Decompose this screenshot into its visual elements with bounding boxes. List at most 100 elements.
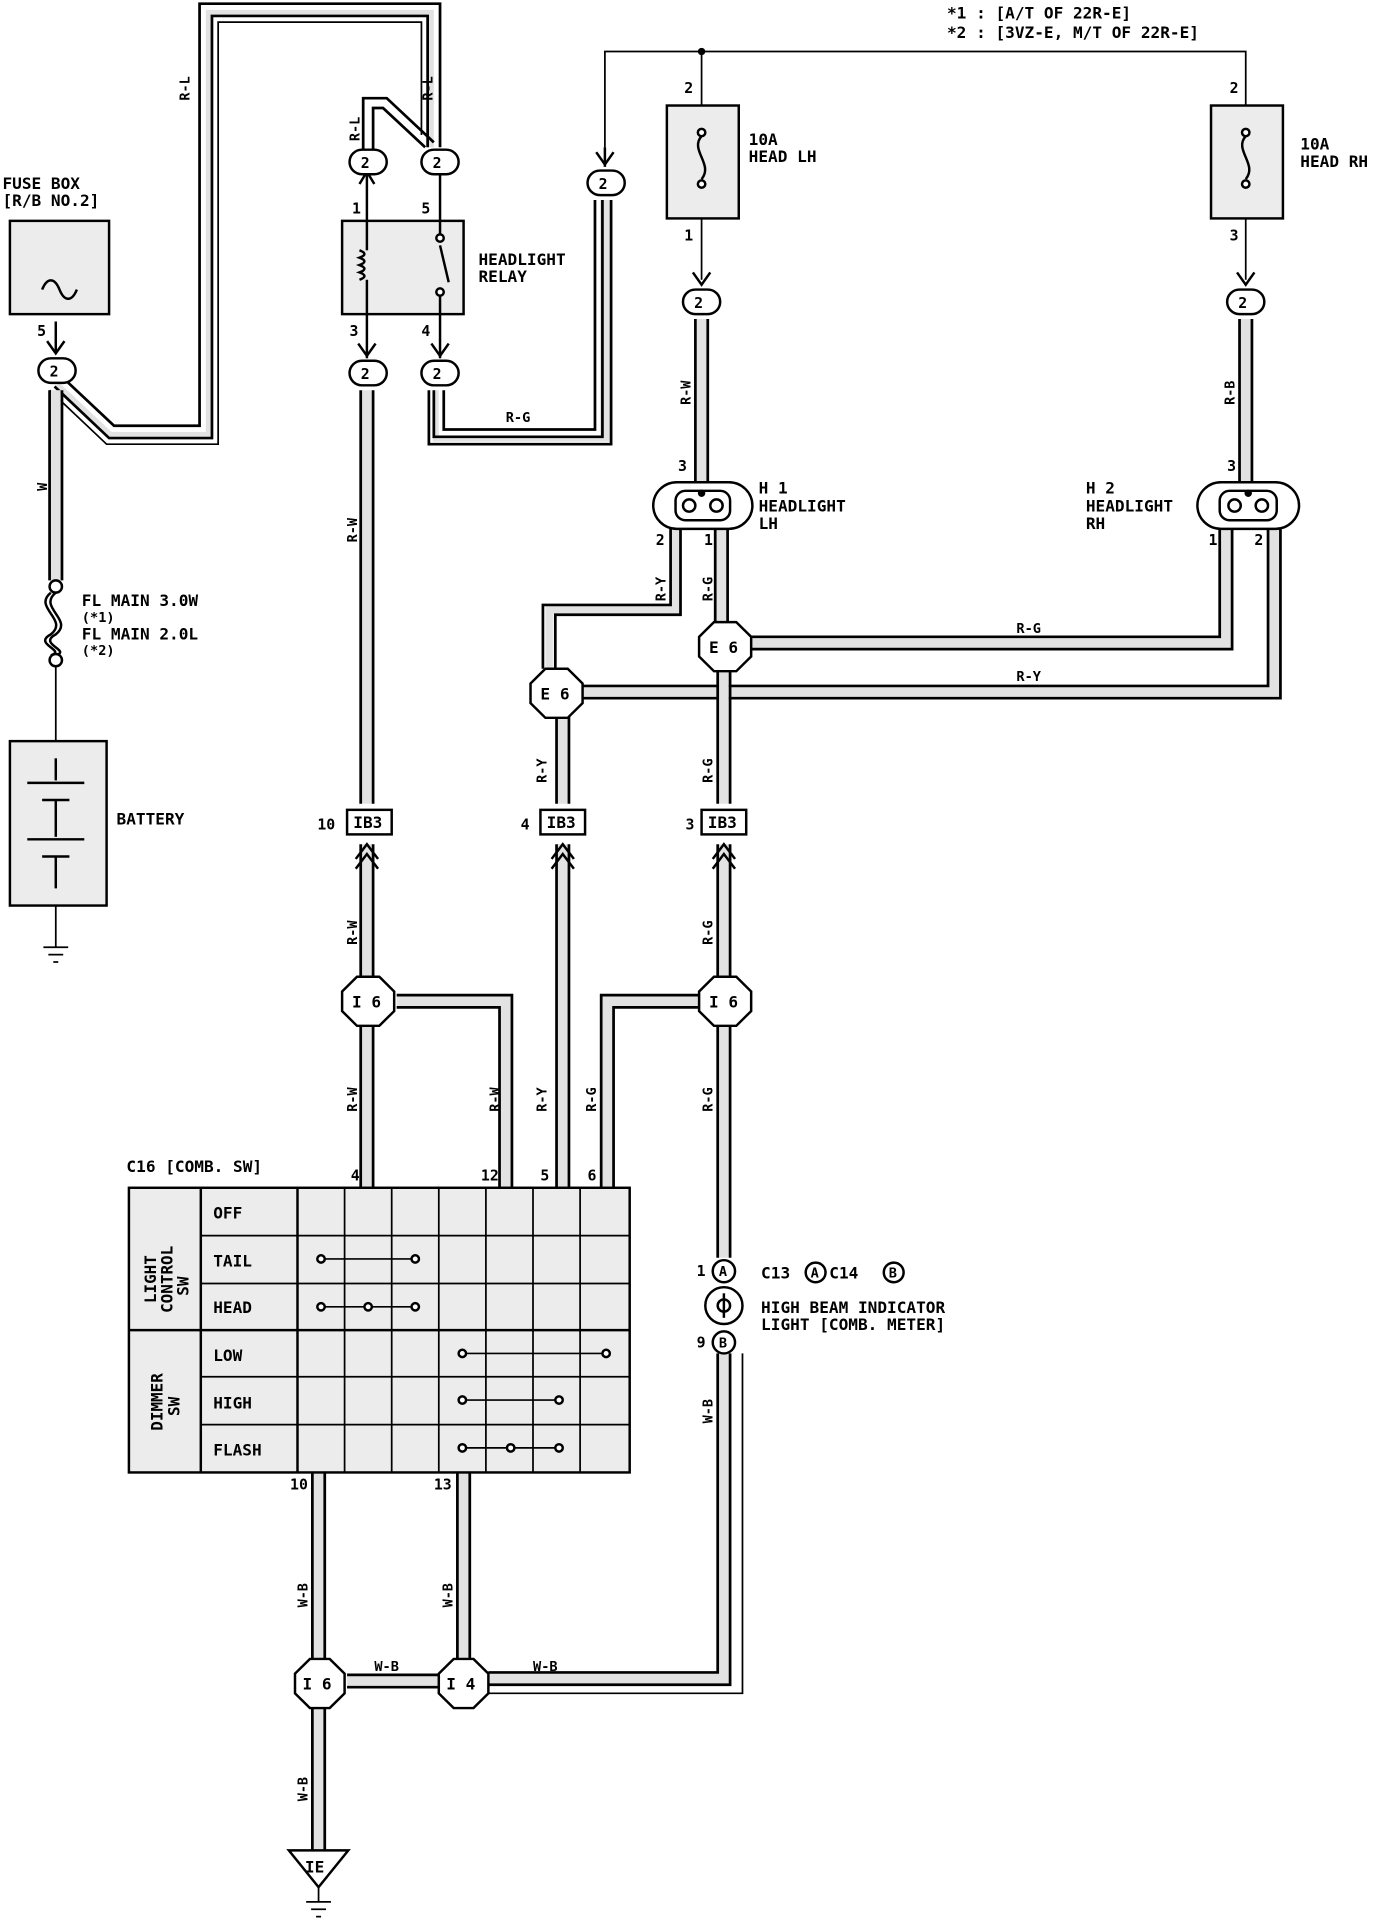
label-r-g-4: R-G (701, 759, 717, 783)
junction-e6-left: E 6 (529, 667, 584, 720)
relay-bottom-connector-4: 2 (433, 366, 442, 383)
fuse-lh-connector: 2 (681, 271, 722, 316)
ib3-pin-10: 10 (317, 817, 335, 834)
wire-w-b-switch13-to-i4 (456, 1472, 472, 1663)
meter-connector-c13: C13 (761, 1264, 790, 1283)
ib3-label-3: IB3 (708, 813, 737, 832)
svg-text:B: B (889, 1265, 897, 1281)
label-r-y-1: R-Y (654, 576, 670, 601)
notes: *1 : [A/T OF 22R-E] *2 : [3VZ-E, M/T OF … (947, 3, 1199, 42)
ground-ie: IE (286, 1849, 351, 1918)
svg-text:LIGHT: LIGHT (141, 1255, 160, 1303)
wire-r-l-relay-jumper (361, 96, 435, 150)
relay-top-connectors: 2 2 (348, 148, 460, 221)
label-r-g-5: R-G (701, 920, 717, 944)
relay-label-1: HEADLIGHT (478, 250, 565, 269)
label-r-y-2: R-Y (1016, 669, 1041, 685)
switch-top-pin-6: 6 (588, 1167, 597, 1184)
headlight-rh-side: RH (1086, 514, 1105, 533)
wire-w-b-i6-to-i4 (347, 1673, 439, 1689)
label-r-w-3: R-W (345, 920, 361, 945)
fuse-rh-pin-2: 2 (1230, 80, 1239, 97)
switch-row-high: HIGH (213, 1394, 252, 1413)
fl-main-label-1: FL MAIN 3.0W (82, 591, 199, 610)
wire-battery-to-ground (43, 905, 69, 963)
switch-row-head: HEAD (213, 1298, 252, 1317)
wire-r-g-lh-to-e6-right (713, 527, 729, 624)
relay-pin-4: 4 (421, 323, 430, 340)
svg-text:DIMMER: DIMMER (147, 1373, 166, 1431)
fuse-rh-pin-3: 3 (1230, 228, 1239, 245)
label-r-w-2: R-W (678, 380, 694, 405)
label-w-b-4: W-B (374, 1659, 399, 1675)
ib3-connector-10: 10 IB3 (317, 808, 393, 870)
label-w-b-6: W-B (295, 1777, 311, 1801)
light-control-sw-label: LIGHT CONTROL SW (141, 1246, 192, 1313)
headlight-lh-pin-2: 2 (656, 532, 665, 549)
wire-w-b-switch10-to-i6 (310, 1472, 327, 1663)
headlight-lh-side: LH (759, 514, 778, 533)
wire-r-g-i6-to-indicator (716, 1022, 732, 1258)
junction-i6-left: I 6 (340, 975, 396, 1028)
wire-r-w-ib3-to-i6 (359, 844, 375, 977)
wire-r-y-e6-to-rh (582, 527, 1282, 700)
label-r-l-1: R-L (178, 76, 194, 100)
fuse-head-rh: 2 10A HEAD RH 3 (1209, 80, 1368, 245)
junction-i4-lower-label: I 4 (446, 1675, 475, 1694)
label-r-w-1: R-W (345, 517, 361, 542)
relay-pin-5: 5 (421, 201, 430, 218)
svg-text:CONTROL: CONTROL (157, 1246, 176, 1313)
label-r-l-3: R-L (347, 117, 363, 141)
continuity-high (457, 1395, 564, 1405)
wire-r-w-to-headlight-lh (694, 319, 710, 485)
label-w-b-2: W-B (295, 1583, 311, 1607)
label-r-g-6: R-G (584, 1087, 600, 1111)
switch-row-tail: TAIL (213, 1251, 252, 1270)
label-w: W (35, 482, 51, 491)
fuse-box-pin: 5 (37, 323, 46, 340)
switch-top-pin-12: 12 (481, 1167, 499, 1184)
fuse-rh-name: HEAD RH (1300, 152, 1368, 171)
wire-r-g-e6-to-ib3 (716, 668, 732, 804)
label-r-w-4: R-W (345, 1087, 361, 1112)
fuse-box: FUSE BOX [R/B NO.2] 5 (2, 174, 111, 340)
relay-top-connector-5: 2 (433, 155, 442, 172)
relay-pin-1: 1 (352, 201, 361, 218)
fuse-lh-rating: 10A (749, 130, 778, 149)
indicator-connector-b: B (719, 1335, 727, 1351)
comb-switch-title: C16 [COMB. SW] (126, 1157, 262, 1176)
ib3-connector-3: 3 IB3 (685, 808, 748, 870)
wire-w-b-indicator-to-i4 (488, 1353, 744, 1695)
fuse-box-connector: 2 (37, 321, 77, 385)
relay-top-connector-1: 2 (361, 155, 370, 172)
wire-feed-top-bus (604, 47, 1247, 148)
wire-r-w-relay-to-ib3 (359, 390, 375, 804)
high-beam-indicator: 1 A 9 B C13 A C14 B HIGH BEAM INDICATOR … (697, 1258, 946, 1355)
wire-r-w-i6-to-switch-12 (396, 993, 514, 1188)
continuity-tail (316, 1254, 421, 1264)
junction-i6-lower: I 6 (293, 1657, 346, 1710)
switch-row-off: OFF (213, 1204, 242, 1223)
fuse-rh-connector: 2 (1225, 271, 1266, 316)
svg-text:A: A (811, 1265, 819, 1281)
label-r-y-4: R-Y (535, 1087, 551, 1112)
ib3-label-10: IB3 (353, 813, 382, 832)
label-w-b-5: W-B (533, 1659, 558, 1675)
headlight-rh-code: H 2 (1086, 478, 1115, 497)
continuity-flash (457, 1443, 564, 1453)
fuse-box-title: FUSE BOX (2, 174, 80, 193)
wire-r-l-fuse-to-relay (48, 2, 442, 446)
meter-connector-c14: C14 (829, 1264, 858, 1283)
label-w-b-3: W-B (440, 1583, 456, 1607)
svg-text:SW: SW (173, 1276, 192, 1296)
fuse-box-subtitle: [R/B NO.2] (2, 191, 99, 210)
fl-main-label-3: FL MAIN 2.0L (82, 624, 198, 643)
fl-main-label-2: (*1) (82, 610, 115, 626)
headlight-lh-title: HEADLIGHT (759, 497, 846, 516)
ground-label: IE (305, 1858, 324, 1877)
headlight-rh-pin-2: 2 (1254, 532, 1263, 549)
label-r-g-3: R-G (1016, 621, 1041, 637)
junction-i6-right: I 6 (697, 975, 753, 1028)
indicator-pin-9: 9 (697, 1334, 706, 1351)
wire-labels: R-L R-L R-L W R-W R-G R-W R-B R-Y R-G R-… (35, 76, 1239, 1801)
